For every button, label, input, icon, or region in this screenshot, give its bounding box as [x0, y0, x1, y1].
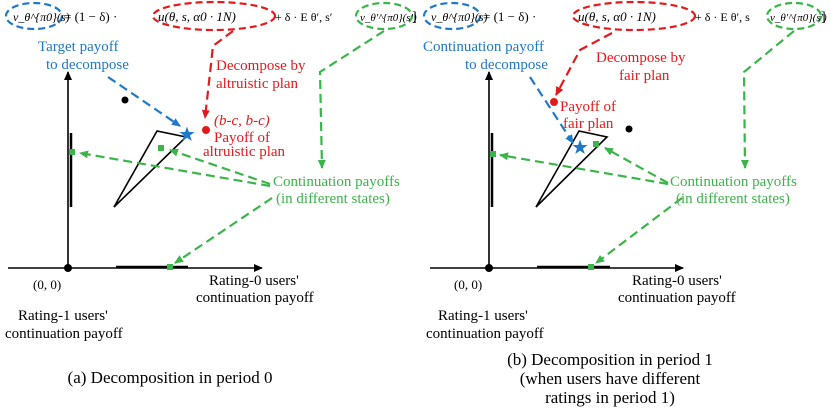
formula-a: v_θ^{π0}(s) = (1 − δ) · u(θ, s, α0 · 1N)… [4, 0, 417, 32]
y-axis-label-line2: continuation payoff [426, 326, 544, 342]
green-label-line1: Continuation payoffs [273, 174, 400, 190]
target-star [179, 126, 195, 141]
blue-label-line2: to decompose [46, 57, 129, 73]
panel-a: v_θ^{π0}(s) = (1 − δ) · u(θ, s, α0 · 1N)… [4, 0, 417, 342]
green-arrow-1 [79, 150, 271, 188]
cont-point-1 [490, 151, 496, 157]
blue-label-line2: to decompose [465, 57, 548, 73]
formula-lhs-ellipse [422, 1, 482, 31]
green-label-line1: Continuation payoffs [670, 174, 797, 190]
green-arrow-3 [174, 197, 273, 264]
formula-mid2: + δ · E θ′, s [695, 10, 750, 24]
y-axis-label-line1: Rating-1 users' [18, 308, 108, 324]
caption-b-line1: (b) Decomposition in period 1 [507, 350, 713, 369]
cont-point-3 [588, 264, 594, 270]
x-axis-label-line2: continuation payoff [618, 290, 736, 306]
formula-end: ] [412, 10, 417, 25]
cont-point-1 [69, 149, 75, 155]
plan-payoff-point [550, 98, 558, 106]
formula-lhs: v_θ^{π0}(s) [431, 10, 488, 24]
caption-b: (b) Decomposition in period 1 (when user… [430, 350, 790, 407]
green-arrow-down [317, 30, 385, 169]
blue-label-line1: Target payoff [38, 39, 118, 55]
red-label-line2: fair plan [619, 68, 670, 84]
cont-point-2 [593, 141, 599, 147]
green-arrow-2 [604, 147, 669, 184]
formula-lhs: v_θ^{π0}(s) [13, 10, 70, 24]
caption-a-line1: (a) Decomposition in period 0 [67, 368, 273, 387]
origin-label: (0, 0) [454, 277, 482, 292]
y-axis-label-line2: continuation payoff [5, 326, 123, 342]
formula-payoff-ellipse [571, 0, 697, 32]
panel-b: v_θ^{π0}(s) = (1 − δ) · u(θ, s, α0 · 1N)… [422, 0, 827, 342]
formula-payoff: u(θ, s, α0 · 1N) [158, 9, 236, 24]
red-arrow [555, 32, 613, 96]
green-label-line2: (in different states) [276, 191, 390, 207]
formula-cont: v_θ′^{π0}(s′) [770, 12, 827, 24]
feasible-triangle [535, 130, 609, 208]
target-star [572, 139, 588, 154]
origin-dot [485, 264, 493, 272]
cont-point-2 [158, 145, 164, 151]
green-arrow-1 [499, 152, 669, 186]
formula-end: ] [821, 10, 826, 25]
formula-payoff-ellipse [151, 0, 277, 32]
origin-dot [64, 264, 72, 272]
origin-label: (0, 0) [33, 277, 61, 292]
point-coord-label: (b-c, b-c) [214, 113, 270, 129]
green-arrow-down [740, 30, 795, 169]
caption-a: (a) Decomposition in period 0 [5, 368, 335, 387]
green-arrow-3 [595, 197, 683, 264]
cont-point-3 [167, 264, 173, 270]
formula-mid1: = (1 − δ) · [64, 9, 117, 24]
formula-cont-ellipse [354, 1, 414, 31]
formula-mid2: + δ · E θ′, s′ [275, 10, 333, 24]
green-arrow-2 [169, 148, 271, 186]
blue-label-line1: Continuation payoff [423, 39, 544, 55]
point-label-line2: altruistic plan [203, 144, 286, 160]
black-point [121, 96, 129, 104]
formula-cont: v_θ′^{π0}(s′) [360, 12, 417, 24]
blue-arrow [107, 76, 181, 127]
caption-b-line3: ratings in period 1) [545, 388, 675, 407]
feasible-triangle [113, 130, 188, 208]
point-label-line1: Payoff of [214, 130, 270, 146]
formula-payoff: u(θ, s, α0 · 1N) [578, 9, 656, 24]
red-label-line1: Decompose by [216, 58, 306, 74]
x-axis-label-line2: continuation payoff [196, 290, 314, 306]
formula-b: v_θ^{π0}(s) = (1 − δ) · u(θ, s, α0 · 1N)… [422, 0, 827, 32]
formula-lhs-ellipse [4, 1, 64, 31]
formula-mid1: = (1 − δ) · [483, 9, 536, 24]
plan-payoff-point [202, 126, 210, 134]
red-label-line2: altruistic plan [216, 76, 299, 92]
x-axis-label-line1: Rating-0 users' [209, 273, 299, 289]
red-arrow [201, 30, 234, 119]
caption-b-line2: (when users have different [519, 369, 701, 388]
red-label-line1: Decompose by [596, 50, 686, 66]
y-axis-label-line1: Rating-1 users' [438, 308, 528, 324]
x-axis-label-line1: Rating-0 users' [632, 273, 722, 289]
green-label-line2: (in different states) [676, 191, 790, 207]
point-label-line1: Payoff of [560, 99, 616, 115]
point-label-line2: fair plan [563, 116, 614, 132]
black-point [625, 125, 633, 133]
formula-cont-ellipse [765, 1, 823, 31]
